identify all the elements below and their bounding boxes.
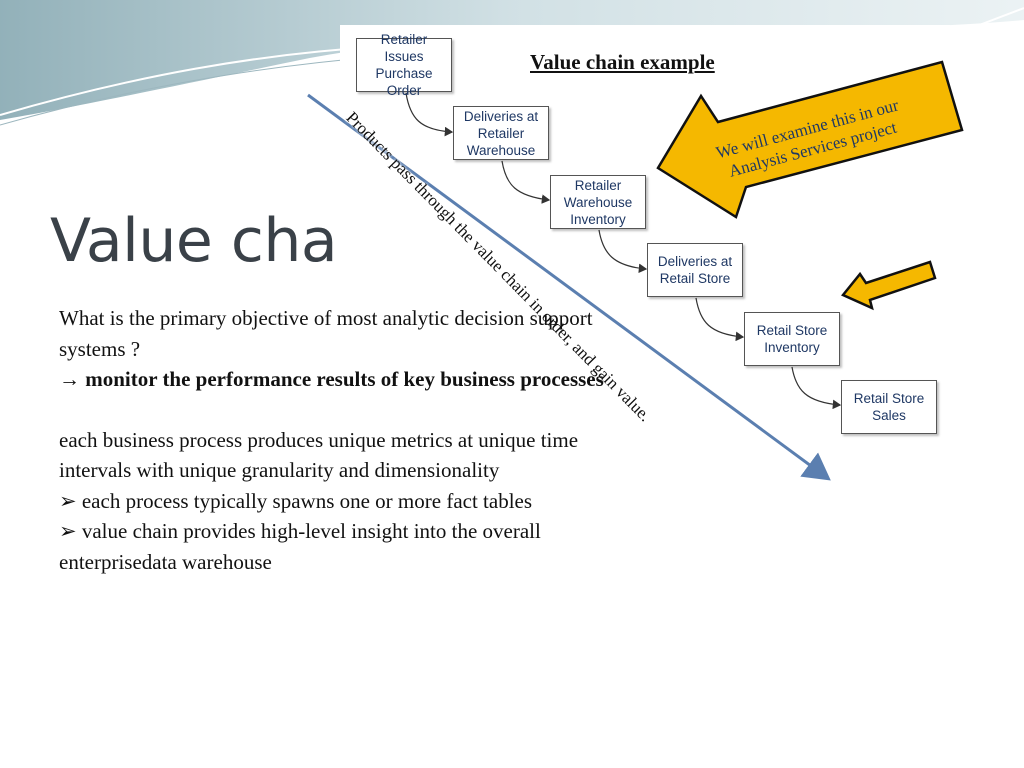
bullet-arrow-icon: ➢ <box>59 488 77 513</box>
step-deliveries-retail-store: Deliveries at Retail Store <box>647 243 743 297</box>
answer-arrow-icon: → <box>59 367 80 391</box>
bullet-item: ➢ each process typically spawns one or m… <box>59 486 619 517</box>
answer-text: monitor the performance results of key b… <box>85 367 604 391</box>
step-deliveries-retailer-warehouse: Deliveries at Retailer Warehouse <box>453 106 549 160</box>
diagram-title: Value chain example <box>530 50 715 74</box>
step-retail-store-sales: Retail Store Sales <box>841 380 937 434</box>
step-retail-store-inventory: Retail Store Inventory <box>744 312 840 366</box>
bullet-text: each process typically spawns one or mor… <box>81 488 533 513</box>
paragraph-text: each business process produces unique me… <box>59 427 579 483</box>
question-text: What is the primary objective of most an… <box>59 306 593 361</box>
bullet-arrow-icon: ➢ <box>59 519 77 543</box>
step-retailer-warehouse-inventory: Retailer Warehouse Inventory <box>550 175 646 229</box>
bullet-item: ➢ value chain provides high-level insigh… <box>59 516 619 577</box>
step-retailer-issues-po: Retailer Issues Purchase Order <box>356 32 452 98</box>
body-text: What is the primary objective of most an… <box>59 303 619 577</box>
answer-line: → monitor the performance results of key… <box>59 364 619 395</box>
bullet-text: value chain provides high-level insight … <box>59 519 541 574</box>
